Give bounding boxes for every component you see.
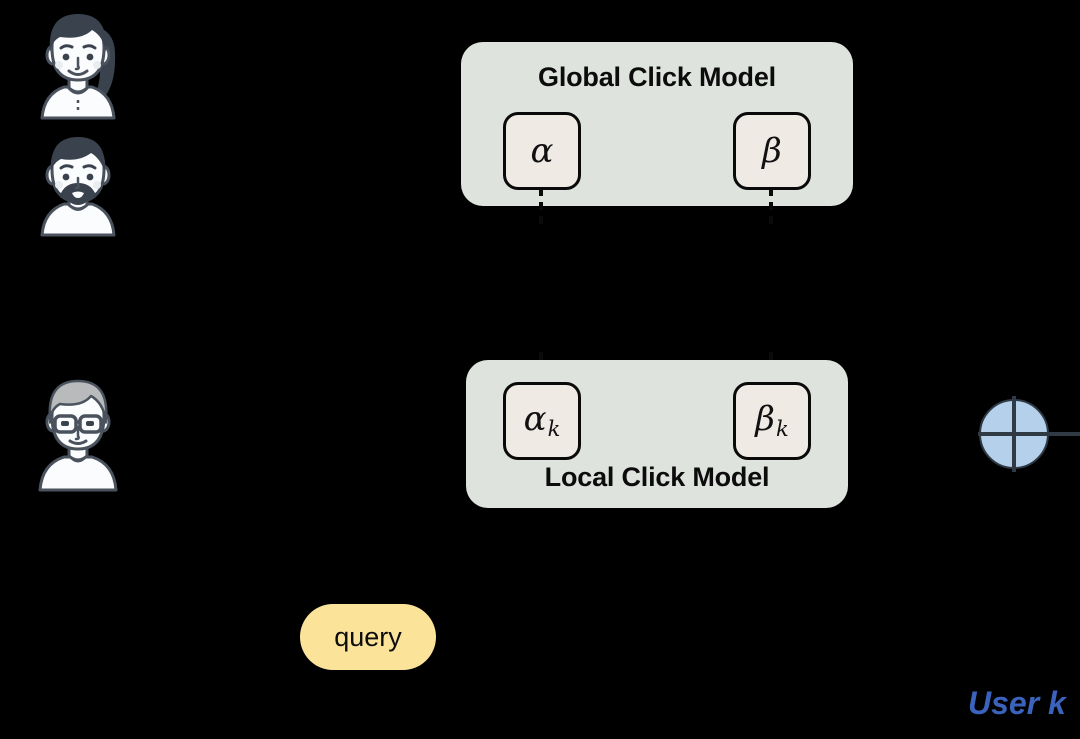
avatar-man-beard: [28, 133, 128, 237]
query-label: query: [334, 621, 402, 652]
alpha-k-param-box: αk: [503, 382, 581, 460]
connector-alpha-top: [539, 188, 543, 224]
local-click-model-panel: αk βk Local Click Model: [466, 360, 848, 508]
global-click-model-panel: Global Click Model α β: [461, 42, 853, 206]
query-pill[interactable]: query: [300, 604, 436, 670]
beta-k-param-glyph: βk: [755, 398, 789, 442]
local-model-title: Local Click Model: [544, 462, 770, 492]
avatar-woman-ponytail: [28, 8, 128, 120]
user-k-label: User k: [968, 685, 1066, 721]
alpha-param-glyph: α: [530, 131, 554, 171]
crosshair-target-icon: [978, 396, 1080, 472]
beta-param-glyph: β: [762, 131, 782, 171]
alpha-k-param-glyph: αk: [523, 398, 561, 442]
alpha-param-box: α: [503, 112, 581, 190]
beta-k-param-box: βk: [733, 382, 811, 460]
avatar-man-glasses: [28, 372, 128, 492]
beta-param-box: β: [733, 112, 811, 190]
connector-beta-top: [769, 188, 773, 224]
global-model-title: Global Click Model: [538, 62, 776, 92]
